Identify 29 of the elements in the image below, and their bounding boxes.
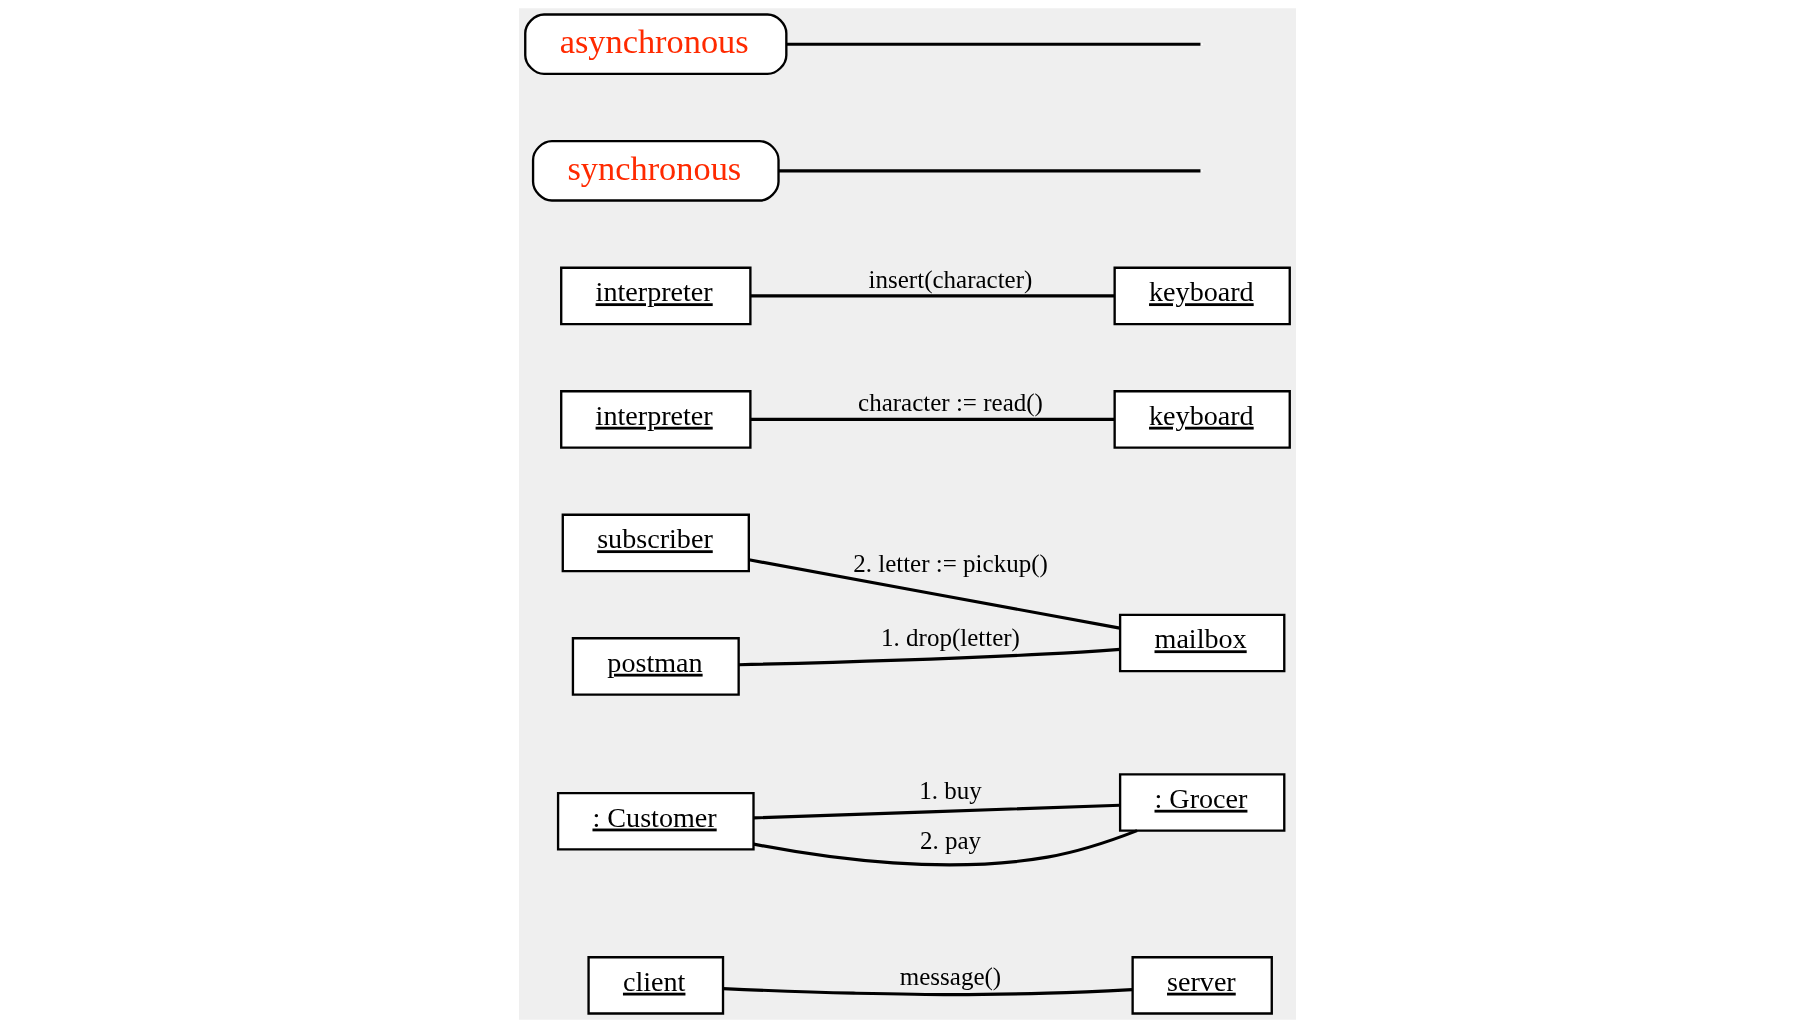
connector: [722, 987, 1132, 997]
node-box: server: [1130, 956, 1273, 1015]
node-box: keyboard: [1112, 390, 1291, 449]
edge-label: character := read(): [857, 389, 1043, 417]
node-box: asynchronous: [523, 13, 787, 76]
node-box: postman: [571, 637, 740, 696]
connector: [786, 42, 1200, 46]
edge-label: 1. buy: [918, 777, 982, 804]
connector: [778, 169, 1200, 173]
edge-label: 2. letter := pickup(): [852, 550, 1048, 578]
node-box: interpreter: [559, 266, 752, 326]
node-box: : Grocer: [1118, 773, 1285, 832]
node-box: mailbox: [1118, 613, 1285, 673]
connector: [738, 647, 1120, 667]
edge-label: insert(character): [868, 265, 1032, 293]
connector: [752, 829, 1138, 867]
node-box: client: [586, 956, 724, 1015]
node-box: keyboard: [1112, 266, 1291, 326]
connector: [748, 558, 1120, 630]
node-box: synchronous: [531, 139, 780, 202]
edge-label: 1. drop(letter): [880, 623, 1020, 651]
connector: [753, 803, 1120, 820]
node-box: subscriber: [561, 513, 750, 573]
connector: [750, 417, 1114, 421]
node-box: interpreter: [559, 390, 752, 449]
connector: [750, 294, 1114, 298]
node-box: : Customer: [556, 791, 755, 851]
edge-label: message(): [899, 963, 1001, 991]
edge-label: 2. pay: [919, 827, 981, 855]
